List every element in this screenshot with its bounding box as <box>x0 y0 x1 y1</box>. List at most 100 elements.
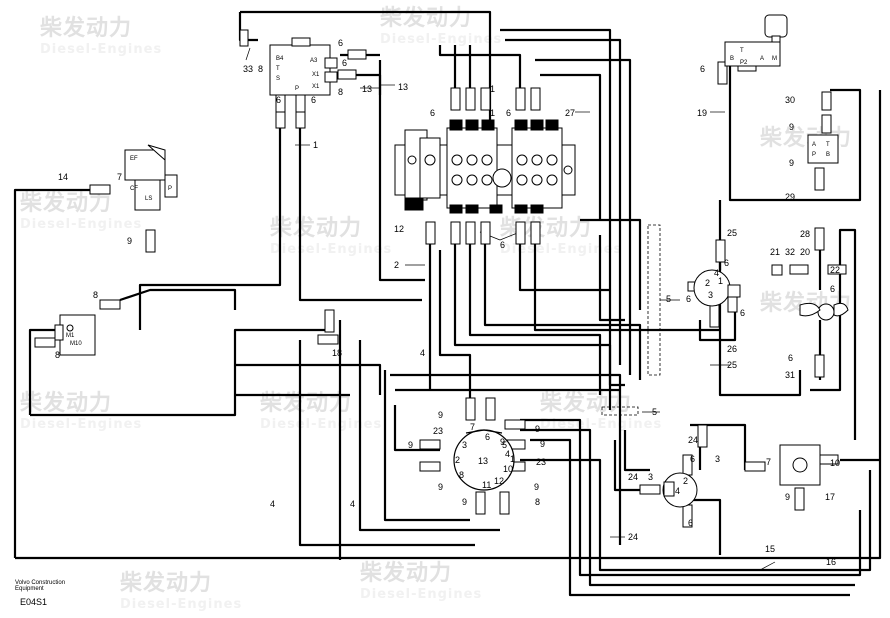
callout: 6 <box>311 95 316 105</box>
callout: 4 <box>270 499 275 509</box>
hose-line <box>30 328 330 417</box>
hose-fitting <box>715 239 726 263</box>
callout: 6 <box>338 38 343 48</box>
callout: 23 <box>433 426 443 436</box>
hose-line <box>698 290 737 342</box>
callout: 6 <box>700 64 705 74</box>
port-number: 4 <box>675 486 680 496</box>
footer-code: E04S1 <box>20 597 48 607</box>
hose-fitting <box>275 111 286 129</box>
hose-fitting <box>530 87 541 111</box>
hose-fitting <box>814 167 825 191</box>
port-label: B <box>826 152 830 158</box>
hose-line <box>298 340 475 547</box>
callout: 7 <box>766 457 771 467</box>
callout: 6 <box>788 353 793 363</box>
callout: 9 <box>127 236 132 246</box>
callout: 4 <box>420 348 425 358</box>
port-label: CF <box>130 186 138 192</box>
hose-line <box>623 430 650 472</box>
callout: 14 <box>58 172 68 182</box>
port-number: 2 <box>705 278 710 288</box>
hose-fitting <box>450 87 461 111</box>
callout: 6 <box>690 454 695 464</box>
callout: 19 <box>697 108 707 118</box>
callout: 9 <box>785 492 790 502</box>
hose-fitting <box>145 229 156 253</box>
hose-fitting <box>814 227 825 251</box>
track-motor-swivel <box>693 269 741 307</box>
port-label: B <box>730 56 734 62</box>
callout: 4 <box>350 499 355 509</box>
hose-fitting <box>744 461 766 472</box>
hose-fitting <box>789 264 809 275</box>
port-number: 13 <box>478 456 488 466</box>
callout: 9 <box>540 439 545 449</box>
callout: 30 <box>785 95 795 105</box>
port-label: EF <box>130 156 138 162</box>
hose-fitting <box>99 299 121 310</box>
port-label: P2 <box>740 60 748 66</box>
callout: 10 <box>830 458 840 468</box>
callout: 25 <box>727 360 737 370</box>
hose-fitting <box>475 491 486 515</box>
callout: 15 <box>765 544 775 554</box>
port-label: M <box>772 56 777 62</box>
hose-fitting <box>419 461 441 472</box>
hose-fitting <box>480 221 491 245</box>
hose-line <box>453 230 612 410</box>
callout: 16 <box>826 557 836 567</box>
callout: 6 <box>740 308 745 318</box>
callout: 6 <box>688 518 693 528</box>
callout: 6 <box>506 108 511 118</box>
control-valve-bank <box>394 119 576 214</box>
callout: 1 <box>490 108 495 118</box>
hose-fitting <box>295 111 306 129</box>
frame-bracket <box>647 224 661 376</box>
hose-fitting <box>697 424 708 448</box>
hose-line <box>690 498 722 555</box>
callout: 9 <box>408 440 413 450</box>
port-label: A <box>812 142 816 148</box>
hose-line <box>15 90 882 560</box>
hose-fitting <box>317 334 339 345</box>
port-label: T <box>826 142 830 148</box>
callout: 5 <box>666 294 671 304</box>
port-label: X1 <box>312 72 320 78</box>
callout: 21 <box>770 247 780 257</box>
hose-fitting <box>504 419 526 430</box>
footer-company: Volvo Construction Equipment <box>15 580 66 592</box>
hose-line <box>520 418 862 577</box>
hose-fitting <box>419 439 441 450</box>
port-number: 9 <box>500 437 505 447</box>
hose-line <box>393 405 440 452</box>
hose-line <box>518 230 610 292</box>
callout: 3 <box>648 472 653 482</box>
hose-line <box>520 428 855 587</box>
hose-fitting <box>530 221 541 245</box>
hose-line <box>520 458 872 572</box>
port-number: 4 <box>714 268 719 278</box>
callout: 24 <box>628 532 638 542</box>
hose-fitting <box>347 49 367 60</box>
callout: 8 <box>535 497 540 507</box>
hose-fitting <box>337 69 357 80</box>
callout: 33 <box>243 64 253 74</box>
check-valve <box>807 134 839 164</box>
solenoid-valve-top <box>724 14 788 67</box>
port-number: 2 <box>683 476 688 486</box>
hose-line <box>13 188 95 558</box>
callout: 3 <box>715 454 720 464</box>
port-label: P <box>812 152 816 158</box>
hose-line <box>235 363 382 395</box>
callout: 9 <box>789 158 794 168</box>
hose-line <box>119 288 237 310</box>
shuttle-valve <box>54 314 96 356</box>
port-label: T <box>276 66 280 72</box>
